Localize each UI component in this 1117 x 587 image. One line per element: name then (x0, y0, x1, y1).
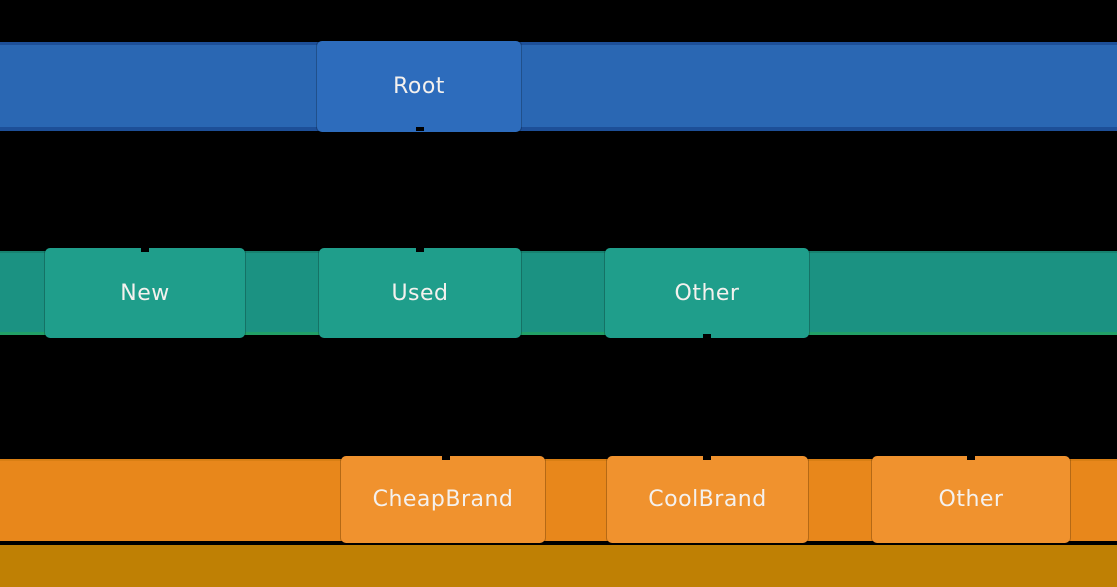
node-cheapbrand-label: CheapBrand (372, 487, 514, 512)
node-coolbrand-label: CoolBrand (648, 487, 767, 512)
node-root[interactable]: Root (317, 41, 521, 132)
node-used-label: Used (391, 280, 449, 306)
level-3-band (0, 545, 1117, 587)
connector-notch-coolbrand-top (703, 456, 711, 460)
node-other-level2[interactable]: Other (872, 456, 1070, 543)
node-other-level1-label: Other (674, 280, 740, 306)
node-new-label: New (120, 280, 170, 306)
connector-notch-cheapbrand-top (442, 456, 450, 460)
connector-notch-used-top (416, 248, 424, 252)
node-cheapbrand[interactable]: CheapBrand (341, 456, 545, 543)
node-other-level2-label: Other (938, 487, 1004, 512)
connector-notch-other2-top (967, 456, 975, 460)
level-0-band (0, 42, 1117, 131)
connector-notch-other1-bottom (703, 334, 711, 338)
node-coolbrand[interactable]: CoolBrand (607, 456, 808, 543)
node-root-label: Root (393, 74, 445, 99)
node-other-level1[interactable]: Other (605, 248, 809, 338)
node-new[interactable]: New (45, 248, 245, 338)
connector-notch-root-bottom (416, 127, 424, 131)
connector-notch-new-top (141, 248, 149, 252)
node-used[interactable]: Used (319, 248, 521, 338)
